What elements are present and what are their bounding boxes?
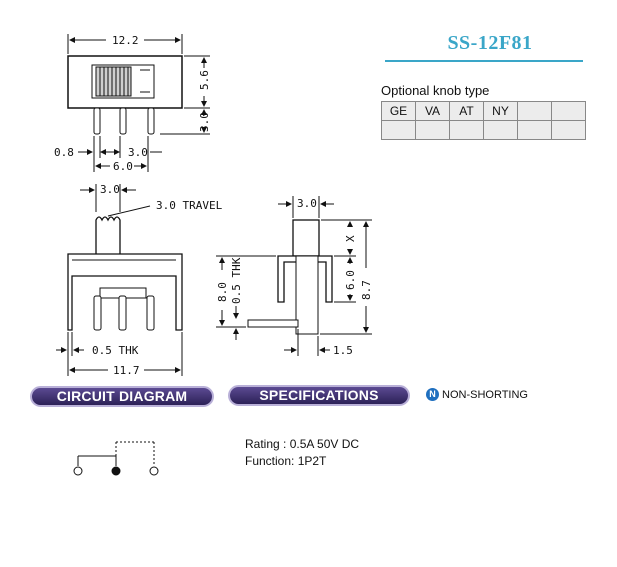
- side-view-lead: [247, 319, 299, 328]
- knob-option: GE: [381, 101, 416, 121]
- knob-option: [551, 101, 586, 121]
- knob-option: AT: [449, 101, 484, 121]
- knob-cell: [381, 120, 416, 140]
- non-shorting-icon: N: [426, 388, 439, 401]
- spec-function: Function: 1P2T: [245, 454, 327, 468]
- front-view-pin: [146, 295, 155, 331]
- knob-type-table: GE VA AT NY: [381, 101, 586, 140]
- knob-cell: [483, 120, 518, 140]
- top-view-pin: [147, 107, 155, 135]
- knob-section-title: Optional knob type: [381, 83, 490, 98]
- dim-travel: 3.0 TRAVEL: [156, 199, 223, 212]
- title-divider: [385, 60, 583, 62]
- dim-thickness: 0.5 THK: [230, 257, 243, 304]
- knob-option: NY: [483, 101, 518, 121]
- dim-bottom-thk: 0.5 THK: [92, 344, 139, 357]
- dim-body-height-8-0: 8.0: [216, 282, 229, 302]
- spec-rating: Rating : 0.5A 50V DC: [245, 437, 360, 451]
- side-view-knob: [292, 219, 320, 257]
- front-view-pin: [93, 295, 102, 331]
- dim-height-5-6: 5.6: [198, 70, 211, 90]
- top-view-knob: [95, 66, 132, 97]
- knob-cell: [449, 120, 484, 140]
- dim-overall-width-11-7: 11.7: [113, 364, 140, 377]
- top-view-pin: [119, 107, 127, 135]
- knob-cell: [517, 120, 552, 140]
- dim-side-knob-width-3-0: 3.0: [297, 197, 317, 210]
- specifications-text: Rating : 0.5A 50V DC Function: 1P2T: [245, 436, 359, 470]
- terminal-open: [73, 466, 83, 476]
- dim-pin-length-3-0: 3.0: [198, 112, 211, 132]
- dim-body-height-6-0: 6.0: [344, 270, 357, 290]
- specifications-label: SPECIFICATIONS: [228, 385, 410, 406]
- front-view-pin: [118, 295, 127, 331]
- side-view: [216, 196, 372, 356]
- knob-cell: [415, 120, 450, 140]
- top-view: [67, 34, 210, 172]
- circuit-diagram: [73, 441, 159, 476]
- front-view-knob: [95, 216, 121, 254]
- dim-pin-span-6-0: 6.0: [113, 160, 133, 173]
- dim-knob-height-x: X: [344, 235, 357, 242]
- dim-overall-height-8-7: 8.7: [360, 280, 373, 300]
- dim-width-12-2: 12.2: [112, 34, 139, 47]
- dim-knob-width-3-0: 3.0: [100, 183, 120, 196]
- terminal-open: [149, 466, 159, 476]
- non-shorting-indicator: N NON-SHORTING: [426, 388, 528, 401]
- top-view-slider-slot: [91, 64, 155, 99]
- dim-lead-length-1-5: 1.5: [333, 344, 353, 357]
- top-view-pin: [93, 107, 101, 135]
- circuit-diagram-label: CIRCUIT DIAGRAM: [30, 386, 214, 407]
- page-title: SS-12F81: [447, 32, 533, 54]
- knob-option: [517, 101, 552, 121]
- dim-pin-width-0-8: 0.8: [54, 146, 74, 159]
- knob-cell: [551, 120, 586, 140]
- non-shorting-label: NON-SHORTING: [442, 388, 528, 401]
- knob-option: VA: [415, 101, 450, 121]
- terminal-common: [111, 466, 121, 476]
- front-view: [56, 184, 183, 376]
- side-view-body: [277, 255, 333, 303]
- dim-pin-pitch-3-0: 3.0: [128, 146, 148, 159]
- front-view-body: [67, 253, 183, 331]
